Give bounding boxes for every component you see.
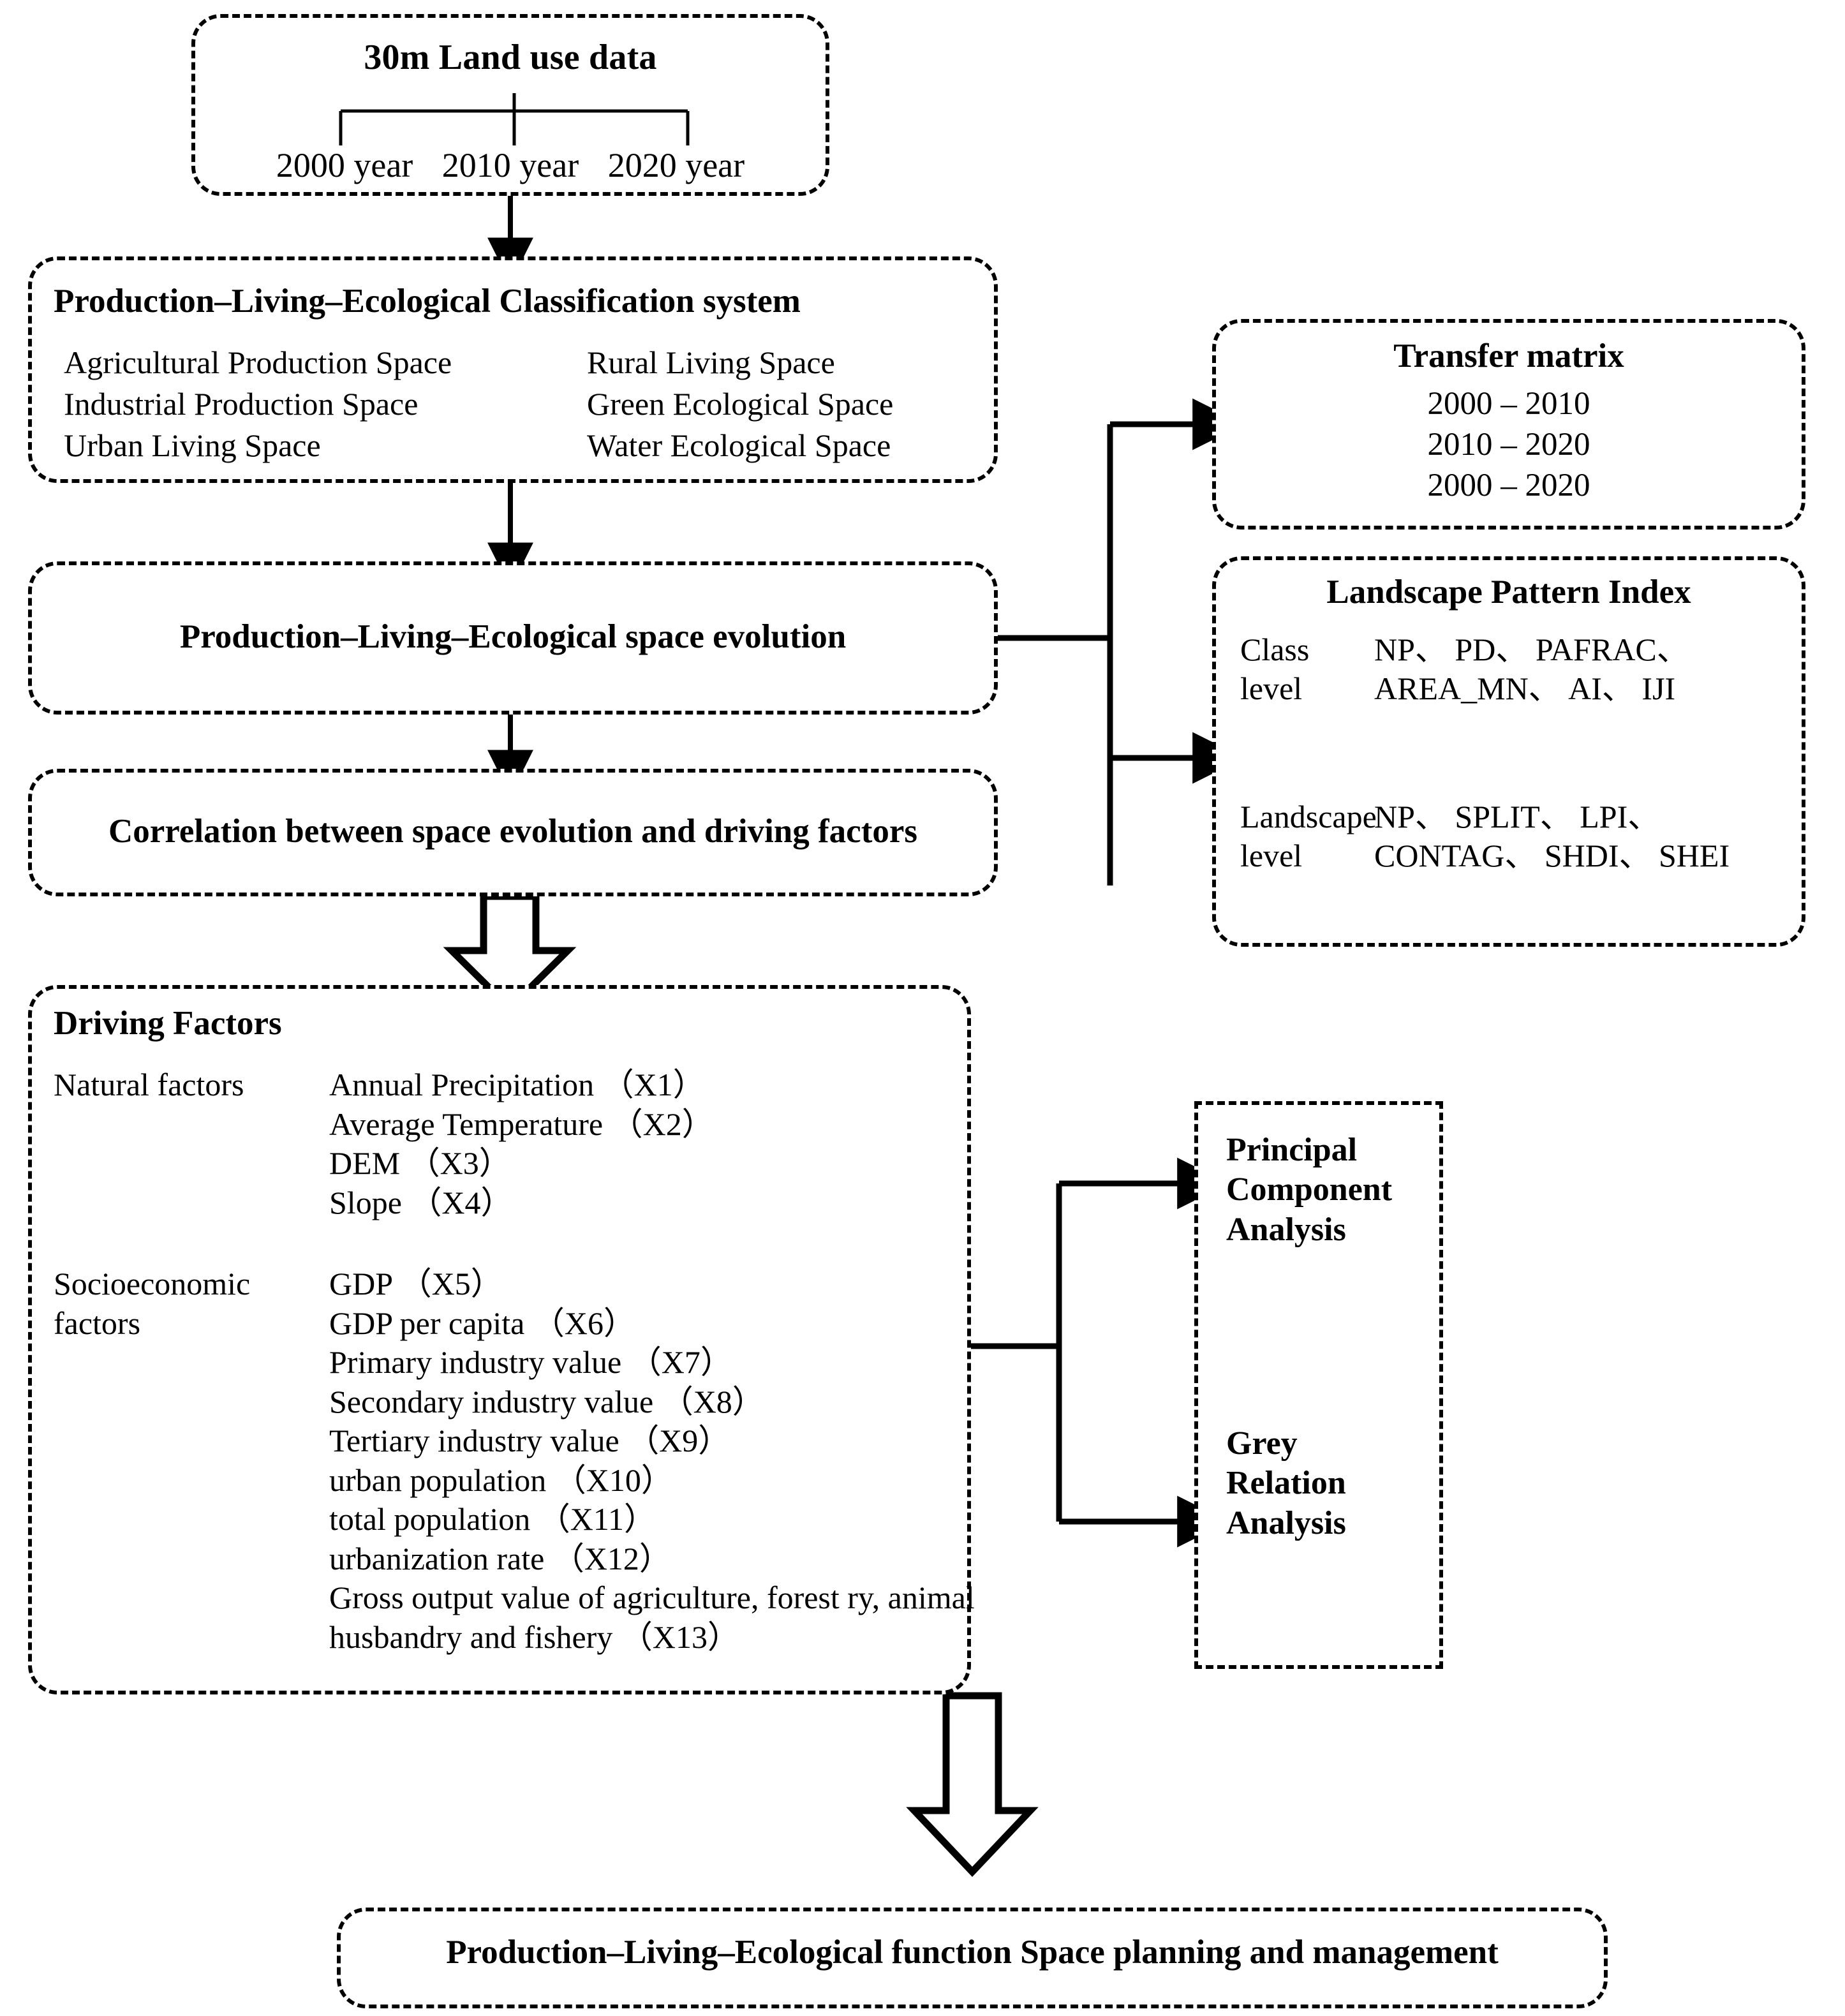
transfer-matrix-box: Transfer matrix 2000 – 2010 2010 – 2020 … — [1212, 319, 1805, 530]
transfer-period: 2000 – 2020 — [1427, 467, 1590, 503]
block-arrow-driving-to-result — [906, 1692, 1039, 1877]
space-evolution-box: Production–Living–Ecological space evolu… — [28, 561, 998, 715]
driving-factor-item: total population （X11） — [329, 1501, 656, 1537]
transfer-matrix-periods: 2000 – 2010 2010 – 2020 2000 – 2020 — [1216, 384, 1802, 506]
result-box: Production–Living–Ecological function Sp… — [337, 1908, 1608, 2008]
landscape-index-row: Landscape level NP、 SPLIT、 LPI、 CONTAG、 … — [1240, 797, 1757, 875]
landscape-index-row: Class level NP、 PD、 PAFRAC、 AREA_MN、 AI、… — [1240, 630, 1757, 708]
driving-factor-items: GDP （X5） GDP per capita （X6） Primary ind… — [329, 1264, 1005, 1657]
driving-factor-item: urbanization rate （X12） — [329, 1540, 671, 1576]
land-use-data-title: 30m Land use data — [364, 38, 657, 77]
driving-factor-group-name: Socioeconomic factors — [54, 1264, 329, 1657]
driving-factor-item: Gross output value of agriculture, fores… — [329, 1580, 975, 1655]
correlation-label: Correlation between space evolution and … — [108, 813, 917, 850]
transfer-period: 2000 – 2010 — [1427, 386, 1590, 422]
driving-factor-item: GDP （X5） — [329, 1266, 503, 1301]
landscape-index-level-label: Landscape level — [1240, 797, 1377, 875]
driving-factor-item: Primary industry value （X7） — [329, 1344, 732, 1380]
landscape-index-level-label: Class level — [1240, 630, 1374, 708]
classification-item: Urban Living Space — [64, 427, 321, 463]
classification-item: Rural Living Space — [587, 345, 835, 380]
driving-factor-item: Slope （X4） — [329, 1184, 513, 1220]
classification-item: Industrial Production Space — [64, 386, 419, 422]
driving-factor-group-socioeconomic: Socioeconomic factors GDP （X5） GDP per c… — [54, 1264, 1005, 1657]
level-label-line1: Class level — [1240, 632, 1310, 706]
driving-factor-item: Tertiary industry value （X9） — [329, 1423, 730, 1458]
landscape-index-values: NP、 PD、 PAFRAC、 AREA_MN、 AI、 IJI — [1374, 632, 1689, 706]
classification-system-box: Production–Living–Ecological Classificat… — [28, 256, 998, 483]
level-label-line1: Landscape — [1240, 799, 1377, 834]
driving-factor-item: Annual Precipitation （X1） — [329, 1067, 705, 1102]
classification-item: Water Ecological Space — [587, 427, 891, 463]
space-evolution-label: Production–Living–Ecological space evolu… — [179, 618, 847, 655]
correlation-box: Correlation between space evolution and … — [28, 769, 998, 896]
landscape-index-values: NP、 SPLIT、 LPI、 CONTAG、 SHDI、 SHEI — [1374, 799, 1730, 873]
classification-item: Agricultural Production Space — [64, 345, 452, 380]
classification-system-title: Production–Living–Ecological Classificat… — [54, 283, 801, 320]
driving-factor-item: urban population （X10） — [329, 1462, 673, 1498]
classification-left-column: Agricultural Production Space Industrial… — [64, 342, 587, 466]
landscape-pattern-index-title: Landscape Pattern Index — [1326, 574, 1691, 611]
land-use-year-2020: 2020 year — [607, 146, 745, 184]
land-use-year-2000: 2000 year — [276, 146, 413, 184]
year-bracket — [339, 93, 690, 145]
transfer-matrix-title: Transfer matrix — [1393, 337, 1624, 374]
driving-factor-group-name: Natural factors — [54, 1065, 329, 1222]
transfer-period: 2010 – 2020 — [1427, 426, 1590, 463]
driving-factor-item: Secondary industry value （X8） — [329, 1383, 764, 1419]
driving-factor-item: DEM （X3） — [329, 1145, 511, 1181]
driving-factor-item: GDP per capita （X6） — [329, 1305, 635, 1341]
land-use-data-box: 30m Land use data 2000 year 2010 year 20… — [191, 14, 829, 196]
landscape-pattern-index-box: Landscape Pattern Index Class level NP、 … — [1212, 556, 1805, 947]
classification-right-column: Rural Living Space Green Ecological Spac… — [587, 342, 893, 466]
level-label-line2: level — [1240, 838, 1303, 873]
classification-item: Green Ecological Space — [587, 386, 894, 422]
driving-factors-box: Driving Factors Natural factors Annual P… — [28, 985, 975, 1694]
group-name-line1: Socioeconomic — [54, 1266, 251, 1301]
land-use-years-row: 2000 year 2010 year 2020 year — [195, 145, 826, 185]
result-label: Production–Living–Ecological function Sp… — [446, 1934, 1499, 1971]
land-use-year-2010: 2010 year — [441, 146, 579, 184]
classification-columns: Agricultural Production Space Industrial… — [64, 342, 975, 466]
group-name-line2: factors — [54, 1305, 141, 1341]
driving-factor-item: Average Temperature （X2） — [329, 1106, 714, 1142]
driving-factors-title: Driving Factors — [54, 1005, 282, 1042]
group-name-line1: Natural factors — [54, 1067, 244, 1102]
driving-factor-items: Annual Precipitation （X1） Average Temper… — [329, 1065, 714, 1222]
driving-factor-group-natural: Natural factors Annual Precipitation （X1… — [54, 1065, 714, 1222]
